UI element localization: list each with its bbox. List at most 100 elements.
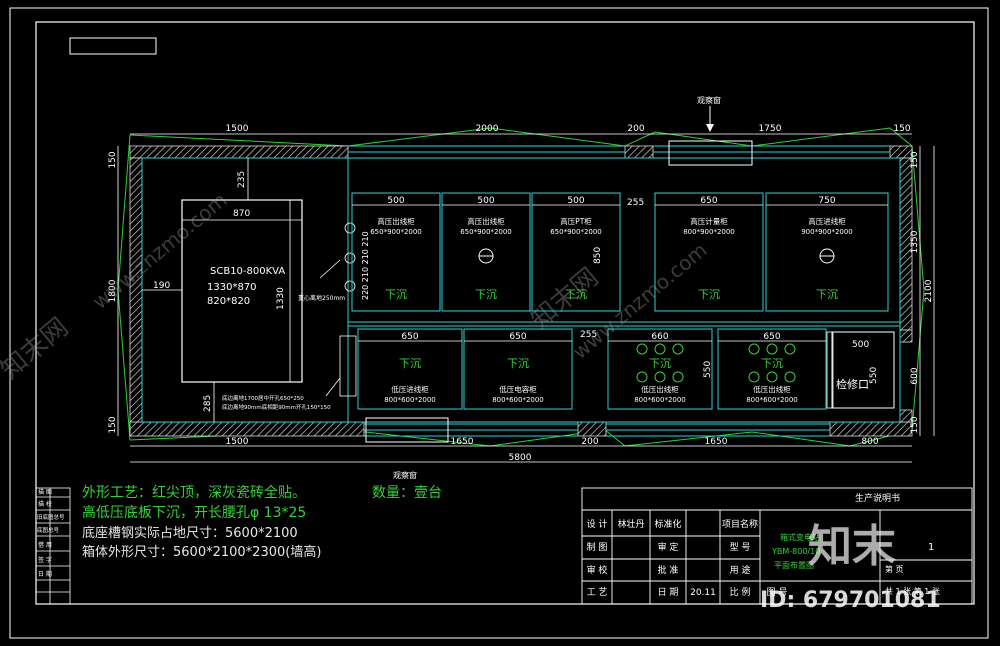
roof-outline-top — [129, 127, 913, 147]
tb-label: 用 途 — [730, 564, 751, 576]
tb-project-line2: YBM-800/10 — [771, 547, 820, 556]
hv-sink-label: 下沉 — [385, 288, 407, 301]
watermark-site: www.znzmo.com — [88, 188, 232, 314]
dim-top: 1500 — [226, 124, 249, 134]
v-stack-dims: 220 210 210 210 — [361, 231, 370, 300]
transformer-size1: 1330*870 — [207, 282, 257, 293]
dim-255: 255 — [627, 198, 644, 208]
breaker-icon — [748, 371, 760, 383]
dim-top: 200 — [627, 124, 644, 134]
strip-label: 借 用 — [38, 541, 52, 549]
lv-sink-label: 下沉 — [507, 357, 529, 370]
hv-cabinet — [351, 192, 441, 312]
transformer-size2: 820*820 — [207, 296, 250, 307]
dim-total: 5800 — [509, 453, 532, 463]
hv-cabinet-size: 650*900*2000 — [460, 228, 512, 236]
base-note-1: 底边离地1700居中开孔650*250 — [222, 394, 304, 402]
lv-cabinet — [717, 328, 827, 410]
hv-cabinet — [441, 192, 531, 312]
tb-sheet: 共 1 张 第 1 张 — [885, 586, 940, 596]
inspection-port-label: 检修口 — [836, 377, 869, 391]
hv-cabinet-size: 650*900*2000 — [550, 228, 602, 236]
tb-label: 审 校 — [587, 564, 608, 576]
tb-label: 制 图 — [587, 541, 608, 553]
breaker-icon — [654, 343, 666, 355]
lv-cabinet — [463, 328, 573, 410]
breaker-icon — [766, 343, 778, 355]
observation-window-bottom — [365, 417, 449, 443]
dim-bottom: 1650 — [705, 437, 728, 447]
dim-inspection-w: 500 — [852, 340, 869, 350]
strip-label: 日 期 — [38, 570, 52, 578]
enclosure-walls — [129, 145, 913, 437]
dim-top: 2000 — [476, 124, 499, 134]
hv-sink-label: 下沉 — [816, 288, 838, 301]
dim-1330: 1330 — [276, 287, 286, 310]
inspection-port — [831, 331, 895, 409]
dim-bottom: 1650 — [451, 437, 474, 447]
lv-cabinet-name: 低压出线柜 — [753, 384, 791, 394]
watermark-logo: 知末 — [808, 521, 896, 572]
dim-right: 150 — [910, 416, 920, 433]
outer-frame — [9, 7, 989, 639]
hv-cabinet — [654, 192, 764, 312]
dim-top: 1750 — [759, 124, 782, 134]
dim-235: 235 — [237, 171, 247, 188]
dim-right: 2100 — [924, 279, 934, 302]
lv-sink-label: 下沉 — [399, 357, 421, 370]
hv-cabinet-name: 高压进线柜 — [808, 216, 846, 226]
tb-label: 项目名称 — [722, 518, 758, 530]
dim-left: 150 — [108, 416, 118, 433]
tb-label: 日 期 — [658, 587, 679, 598]
lv-width-dim: 650 — [509, 332, 526, 342]
lv-width-dim: 650 — [763, 332, 780, 342]
observe-window-label-top: 观察窗 — [697, 95, 721, 105]
hv-cabinet-name: 高压PT柜 — [560, 216, 592, 226]
lv-width-dim: 650 — [401, 332, 418, 342]
breaker-icon — [636, 371, 648, 383]
tb-label: 型 号 — [730, 542, 751, 553]
dim-285: 285 — [203, 395, 213, 412]
tb-value: 林壮丹 — [617, 518, 644, 530]
breaker-icon — [784, 343, 796, 355]
left-signature-strip — [35, 487, 71, 605]
dim-top: 150 — [893, 124, 910, 134]
hv-cabinet-size: 800*900*2000 — [683, 228, 735, 236]
tb-project-line3: 平面布置图 — [774, 560, 814, 570]
lv-sink-label: 下沉 — [649, 357, 671, 370]
busbar-duct — [339, 335, 357, 397]
tb-label: 图 号 — [767, 587, 788, 598]
hv-cabinet-name: 高压计量柜 — [690, 216, 728, 226]
transformer-model: SCB10-800KVA — [210, 266, 285, 277]
dim-left: 150 — [108, 151, 118, 168]
hv-width-dim: 500 — [387, 196, 404, 206]
breaker-icon — [766, 371, 778, 383]
transformer-outline — [181, 199, 303, 383]
lv-cabinet — [607, 328, 713, 410]
tb-project-line1: 箱式变电站 — [780, 532, 820, 542]
tb-page-num: 1 — [928, 542, 934, 553]
breaker-icon — [748, 343, 760, 355]
hv-sink-label: 下沉 — [698, 288, 720, 301]
lv-cabinet-size: 800*600*2000 — [634, 396, 686, 404]
hv-sink-label: 下沉 — [475, 288, 497, 301]
center-height-note: 重心离地250mm — [298, 294, 345, 302]
hv-width-dim: 650 — [700, 196, 717, 206]
lv-cabinet-name: 低压电容柜 — [499, 384, 537, 394]
lv-width-dim: 660 — [651, 332, 668, 342]
hv-sink-label: 下沉 — [565, 288, 587, 301]
lv-sink-label: 下沉 — [761, 357, 783, 370]
hv-cabinet-size: 900*900*2000 — [801, 228, 853, 236]
strip-label: 底图总号 — [37, 526, 60, 534]
tb-label: 比 例 — [730, 586, 751, 598]
breaker-icon — [654, 371, 666, 383]
lv-cabinet-name: 低压出线柜 — [641, 384, 679, 394]
dim-left: 1800 — [108, 279, 118, 302]
strip-label: 旧底图总号 — [37, 513, 65, 521]
tb-label: 工 艺 — [587, 587, 608, 598]
hv-width-dim: 500 — [477, 196, 494, 206]
hv-cabinet-name: 高压出线柜 — [377, 216, 415, 226]
bushing-symbols — [344, 222, 356, 292]
dim-bottom: 200 — [581, 437, 598, 447]
